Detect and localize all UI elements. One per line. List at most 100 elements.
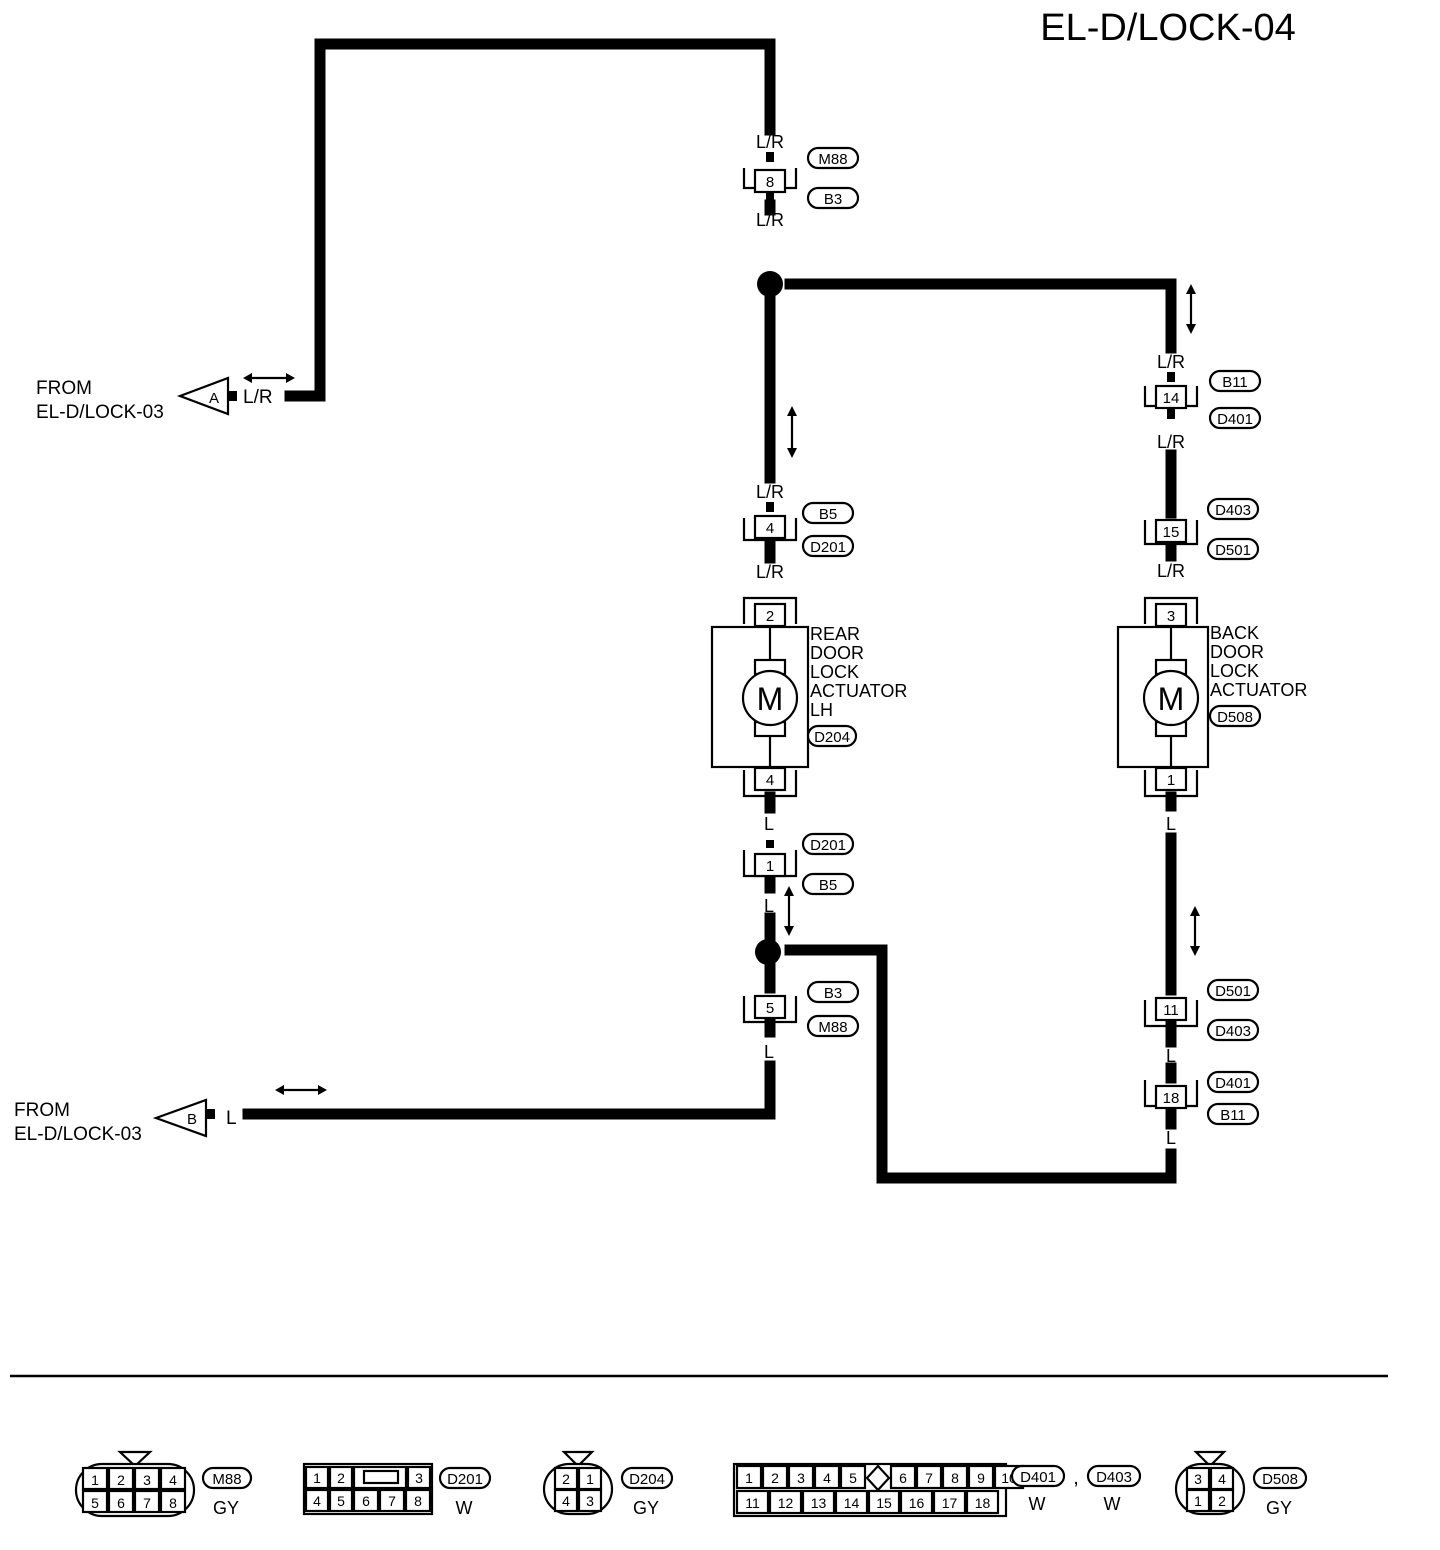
- legend-pin: 9: [977, 1470, 985, 1486]
- legend-pin-cell: [967, 1464, 995, 1490]
- source-b-ref: EL-D/LOCK-03: [14, 1124, 142, 1145]
- connector-tag-label: B11: [1220, 1107, 1246, 1124]
- connector-tag-label: M88: [818, 151, 847, 168]
- connector-tag: [806, 724, 858, 748]
- connector-tag: [1208, 406, 1262, 430]
- motor-icon: [741, 669, 799, 727]
- legend-pin-cell: [768, 1489, 803, 1515]
- legend-pin-cell: [867, 1489, 901, 1515]
- connector-tag: [1252, 1466, 1308, 1490]
- legend-pin: 3: [415, 1470, 423, 1486]
- legend-pin: 16: [909, 1495, 925, 1511]
- connector-tag-label: B5: [819, 506, 837, 523]
- legend-pin-cell: [761, 1464, 789, 1490]
- legend-pin-cell: [932, 1489, 967, 1515]
- connector-tag-label: D403: [1096, 1469, 1132, 1486]
- pin-number: 15: [1163, 524, 1180, 541]
- legend-m88: 1 2 3 4 5 6 7 8 M88 GY: [74, 1450, 253, 1518]
- legend-pin: 2: [117, 1472, 125, 1488]
- pin-box: [753, 168, 787, 194]
- actuator-name-line: ACTUATOR: [810, 681, 907, 701]
- legend-pin: 11: [745, 1495, 760, 1511]
- wire-color-label: L/R: [756, 132, 784, 152]
- wire-color-label: L/R: [756, 210, 784, 230]
- connector-b11-d401: L/R 14 L/R B11 D401: [1143, 352, 1262, 452]
- connector-tag-label: D401: [1020, 1469, 1056, 1486]
- source-a-stub: [229, 391, 237, 401]
- pin-box: [1154, 518, 1188, 544]
- legend-pin-cell: [965, 1489, 1000, 1515]
- back-door-lock-actuator: 3 M 1 L BACK DOOR LOCK ACTUATOR D508: [1116, 596, 1307, 834]
- connector-tag-label: M88: [818, 1019, 847, 1036]
- connector-tag: [1010, 1464, 1066, 1488]
- pin-number: 5: [766, 1000, 774, 1017]
- source-a-arrow-icon: [176, 376, 230, 416]
- connector-tag: [1206, 497, 1260, 521]
- wire-color-label: L: [764, 1042, 774, 1062]
- actuator-name-line: BACK: [1210, 623, 1259, 643]
- pin-box: [1154, 384, 1188, 410]
- pin-number: 1: [766, 858, 774, 875]
- connector-tag: [806, 186, 860, 210]
- source-a-group: FROM EL-D/LOCK-03 A L/R: [36, 373, 295, 423]
- wire-color-label: L: [764, 814, 774, 834]
- connector-tag: [801, 872, 855, 896]
- pin-number: 3: [1167, 608, 1175, 625]
- connector-tag: [801, 534, 855, 558]
- connector-tag: [806, 980, 860, 1004]
- connector-tag-label: D401: [1217, 411, 1253, 428]
- pin-number: 4: [766, 520, 774, 537]
- connector-tag-label: D204: [814, 729, 850, 746]
- connector-tag: [1206, 978, 1260, 1002]
- actuator-name-line: LH: [810, 700, 833, 720]
- connector-d403-d501: 15 L/R D403 D501: [1143, 497, 1260, 581]
- legend-pin-cell: [735, 1464, 763, 1490]
- splice-top: [757, 271, 783, 297]
- legend-separator: ,: [1073, 1467, 1079, 1489]
- wire-color-label: L: [1166, 1046, 1176, 1066]
- connector-tag: [438, 1466, 492, 1490]
- motor-label: M: [757, 681, 784, 717]
- wire-splice-top-to-b11: [784, 278, 1177, 354]
- connector-tag-label: D403: [1215, 1023, 1251, 1040]
- connector-tag: [806, 146, 860, 170]
- legend-pin-cell: [787, 1464, 815, 1490]
- legend-pin: 4: [562, 1493, 570, 1509]
- source-a-wire-label: L/R: [243, 387, 273, 408]
- connector-m88-b3-top: L/R 8 L/R M88 B3: [742, 132, 860, 230]
- connector-color: W: [456, 1498, 473, 1518]
- connector-tag-label: B3: [824, 191, 842, 208]
- pin-number: 8: [766, 174, 774, 191]
- rear-door-lock-actuator: 2 M 4 L REAR DOOR LOCK ACTUATOR LH D204: [710, 596, 907, 834]
- connector-tag: [806, 1014, 860, 1038]
- legend-pin-cell: [915, 1464, 943, 1490]
- legend-pin: 3: [143, 1472, 151, 1488]
- double-arrow-icon: [243, 373, 295, 383]
- actuator-name-line: REAR: [810, 624, 860, 644]
- legend-pin: 17: [942, 1495, 958, 1511]
- connector-tag: [801, 501, 855, 525]
- connector-d501-d403: 11 L D501 D403: [1143, 978, 1260, 1066]
- actuator-name-line: LOCK: [810, 662, 859, 682]
- wire-source-b: [242, 1060, 776, 1120]
- connector-tag: [1208, 369, 1262, 393]
- pin-box: [1154, 766, 1188, 792]
- connector-tag: [1208, 704, 1262, 728]
- connector-d201-b5: 1 L D201 B5: [742, 832, 855, 916]
- connector-tag: [1206, 1102, 1260, 1126]
- legend-pin: 4: [1218, 1471, 1226, 1487]
- legend-pin: 12: [778, 1495, 794, 1511]
- legend-pin-cell: [834, 1489, 869, 1515]
- wire-color-label: L/R: [756, 562, 784, 582]
- legend-pin: 2: [562, 1471, 570, 1487]
- legend-pin-cell: [889, 1464, 917, 1490]
- source-b-stub: [207, 1109, 215, 1119]
- legend-pin: 2: [771, 1470, 779, 1486]
- connector-tag-label: D501: [1215, 542, 1251, 559]
- actuator-name-line: DOOR: [810, 643, 864, 663]
- legend-pin: 1: [91, 1472, 99, 1488]
- legend-pin: 13: [811, 1495, 827, 1511]
- legend-pin-cell: [801, 1489, 836, 1515]
- double-arrow-icon: [787, 406, 797, 458]
